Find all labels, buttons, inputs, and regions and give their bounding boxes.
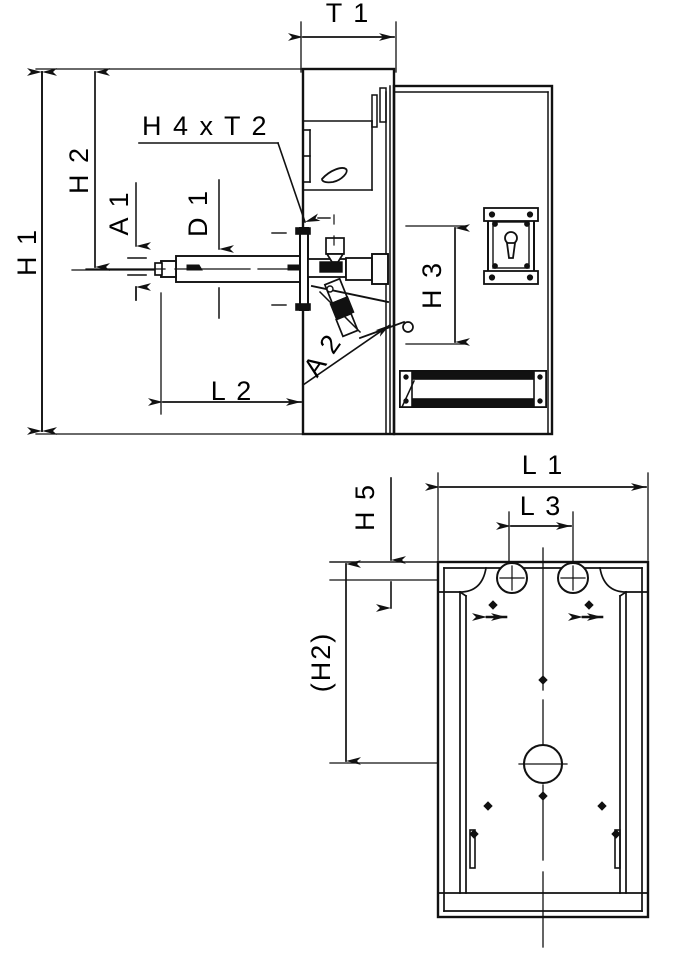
dimension-L1 [425,472,649,561]
dimension-label-H3: H 3 [417,261,447,309]
linkage-assembly [307,237,414,340]
door-panel-edge-lines [385,85,549,435]
dimension-label-D1: D 1 [183,189,213,237]
leader-H4xT2 [138,141,321,224]
dimension-label-H4xT2: H 4 x T 2 [142,111,269,141]
vent-bar [399,370,547,408]
door-panel-outline [392,84,554,436]
dimension-label-H1: H 1 [12,228,42,276]
fastener-marks [469,600,621,839]
plan-slot-details [469,829,621,869]
dimension-label-H2-ref: (H2) [306,632,336,693]
dimension-L3 [496,511,574,571]
lock-escutcheon [483,207,539,285]
dimension-T1 [288,21,397,73]
hinge-bore-left [496,562,528,594]
hinge-bore-right [557,562,589,594]
hinge-column-detail [371,87,387,128]
dimension-label-A2: A 2 [297,328,347,382]
plan-side-rails [458,590,628,894]
central-bore [518,743,568,785]
leader-A2 [301,323,392,387]
dimension-H2-ref [329,560,439,765]
dimension-H3 [405,224,470,346]
dimension-label-L3: L 3 [520,491,563,521]
dimension-label-H2: H 2 [64,146,94,194]
dimension-label-H5: H 5 [350,483,380,531]
dimension-label-L2: L 2 [211,376,254,406]
dimension-label-L1: L 1 [522,450,565,480]
handle-glyph [321,167,348,184]
housing-internal-lines [302,120,373,191]
dimension-A1 [127,182,151,301]
plan-frame-inner [437,567,649,912]
dimension-label-A1: A 1 [104,190,134,235]
dimension-label-T1: T 1 [326,0,371,28]
plan-top-flange [437,567,649,593]
section-dashes [271,217,331,306]
